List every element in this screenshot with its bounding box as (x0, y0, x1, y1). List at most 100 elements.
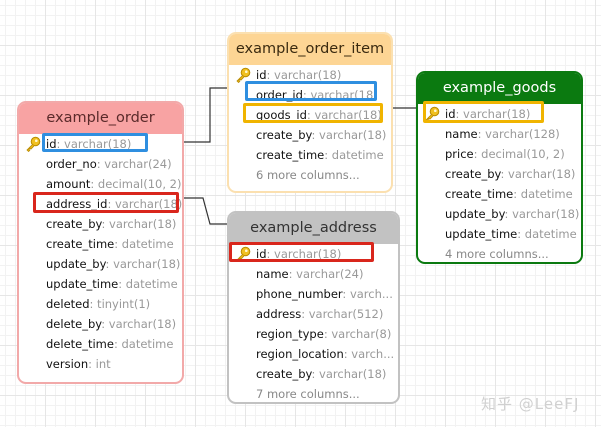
column-name: deleted (46, 297, 90, 311)
column-name: create_by (46, 217, 102, 231)
column-row[interactable]: id: varchar(18) (229, 65, 391, 85)
column-name: create_time (445, 187, 514, 201)
table-title: example_address (229, 213, 398, 244)
column-row[interactable]: name: varchar(128) (418, 124, 581, 144)
relation-order-to-order-item (183, 87, 227, 143)
column-type: : varchar(18) (311, 128, 387, 142)
column-row[interactable]: goods_id: varchar(18) (229, 105, 391, 125)
primary-key-icon (235, 67, 251, 84)
table-title: example_order (19, 103, 182, 134)
column-type: : varch... (343, 347, 395, 361)
column-name: region_location (256, 347, 344, 361)
column-type: : int (88, 357, 111, 371)
column-row[interactable]: region_location: varch... (229, 344, 398, 364)
highlight-order-item-order-id (245, 81, 377, 101)
column-row[interactable]: id: varchar(18) (418, 104, 581, 124)
column-type: : varchar(18) (107, 197, 183, 211)
column-row[interactable]: create_by: varchar(18) (19, 214, 182, 234)
column-type: : datetime (517, 227, 577, 241)
column-row[interactable]: create_by: varchar(18) (229, 125, 391, 145)
column-name: goods_id (256, 108, 307, 122)
column-type: : tinyint(1) (89, 297, 151, 311)
column-row[interactable]: id: varchar(18) (19, 134, 182, 154)
column-type: : varchar(8) (323, 327, 392, 341)
column-type: : decimal(10, 2) (473, 147, 565, 161)
column-row[interactable]: name: varchar(24) (229, 264, 398, 284)
column-type: : varchar(18) (306, 108, 382, 122)
column-row[interactable]: amount: decimal(10, 2) (19, 174, 182, 194)
column-name: name (256, 267, 289, 281)
column-row[interactable]: update_time: datetime (418, 224, 581, 244)
column-row[interactable]: address_id: varchar(18) (19, 194, 182, 214)
column-name: update_by (445, 207, 505, 221)
column-row[interactable]: region_type: varchar(8) (229, 324, 398, 344)
column-row[interactable]: create_by: varchar(18) (229, 364, 398, 384)
column-type: : varchar(24) (288, 267, 364, 281)
column-row[interactable]: create_time: datetime (229, 145, 391, 165)
column-name: price (445, 147, 474, 161)
column-row[interactable]: version: int (19, 354, 182, 374)
column-name: create_by (256, 128, 312, 142)
column-type: : varchar(128) (477, 127, 560, 141)
column-type: : varchar(18) (101, 317, 177, 331)
column-name: create_by (445, 167, 501, 181)
more-columns-link[interactable]: 4 more columns... (445, 247, 549, 261)
column-row[interactable]: order_no: varchar(24) (19, 154, 182, 174)
column-name: id (256, 68, 267, 82)
column-row[interactable]: id: varchar(18) (229, 244, 398, 264)
column-type: : varchar(18) (101, 217, 177, 231)
column-type: : datetime (114, 237, 174, 251)
column-name: update_by (46, 257, 106, 271)
column-name: id (256, 247, 267, 261)
more-columns-link[interactable]: 6 more columns... (256, 168, 360, 182)
column-row[interactable]: phone_number: varch... (229, 284, 398, 304)
column-name: order_no (46, 157, 97, 171)
column-name: amount (46, 177, 91, 191)
column-type: : varchar(18) (504, 207, 580, 221)
primary-key-icon (424, 106, 440, 123)
column-row[interactable]: address: varchar(512) (229, 304, 398, 324)
column-type: : datetime (513, 187, 573, 201)
column-row[interactable]: update_time: datetime (19, 274, 182, 294)
highlight-goods-id (423, 101, 544, 123)
column-type: : datetime (324, 148, 384, 162)
table-title: example_goods (418, 73, 581, 104)
column-row[interactable]: create_time: datetime (418, 184, 581, 204)
column-row[interactable]: deleted: tinyint(1) (19, 294, 182, 314)
column-type: : varchar(24) (96, 157, 172, 171)
column-name: delete_by (46, 317, 102, 331)
column-name: name (445, 127, 478, 141)
column-row[interactable]: update_by: varchar(18) (418, 204, 581, 224)
column-type: : varch... (342, 287, 393, 301)
column-type: : datetime (118, 277, 178, 291)
column-name: version (46, 357, 89, 371)
column-row[interactable]: update_by: varchar(18) (19, 254, 182, 274)
column-name: region_type (256, 327, 324, 341)
column-type: : decimal(10, 2) (90, 177, 182, 191)
more-columns-link[interactable]: 7 more columns... (256, 387, 360, 401)
primary-key-icon (25, 136, 41, 153)
column-type: : datetime (113, 337, 174, 351)
column-name: create_time (256, 148, 325, 162)
column-name: id (445, 107, 456, 121)
column-row[interactable]: create_by: varchar(18) (418, 164, 581, 184)
column-name: address (256, 307, 302, 321)
column-name: update_time (445, 227, 518, 241)
column-row[interactable]: delete_time: datetime (19, 334, 182, 354)
column-name: delete_time (46, 337, 114, 351)
column-type: : varchar(18) (105, 257, 181, 271)
relation-order-to-address (183, 197, 227, 225)
highlight-order-item-goods-id (243, 103, 383, 123)
column-name: address_id (46, 197, 108, 211)
column-row[interactable]: create_time: datetime (19, 234, 182, 254)
highlight-order-address-id (33, 192, 179, 213)
column-row[interactable]: price: decimal(10, 2) (418, 144, 581, 164)
column-type: : varchar(18) (266, 68, 342, 82)
column-type: : varchar(18) (311, 367, 387, 381)
column-row[interactable]: delete_by: varchar(18) (19, 314, 182, 334)
column-name: create_time (46, 237, 115, 251)
